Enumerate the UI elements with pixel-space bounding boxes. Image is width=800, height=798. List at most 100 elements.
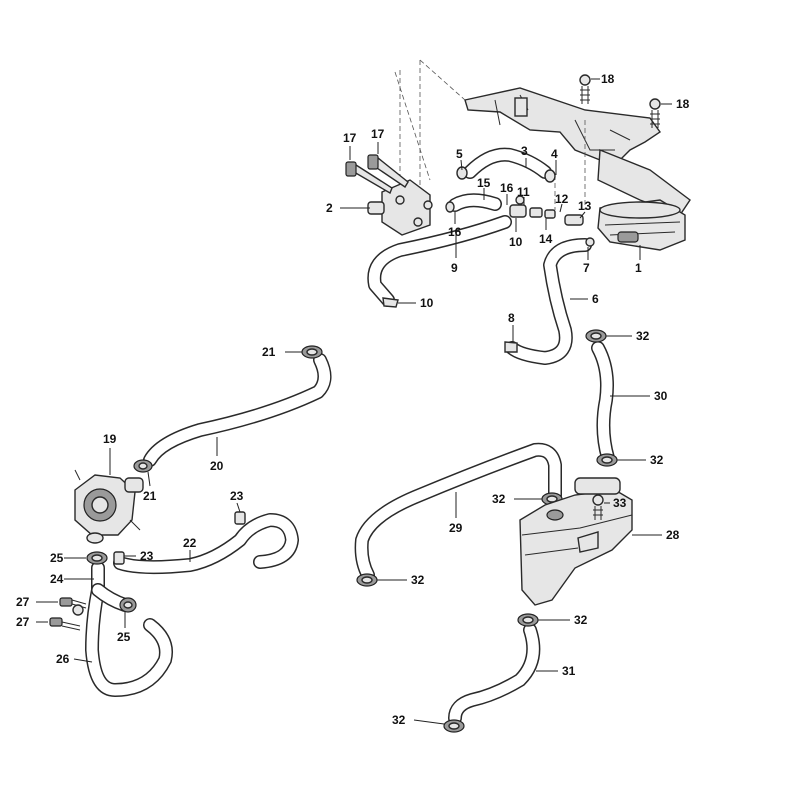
callout-label: 26: [56, 652, 70, 666]
mounting-bracket: [464, 87, 691, 216]
clamps-32-hose30: [585, 329, 618, 467]
callout-25a: 25: [50, 551, 86, 565]
callout-label: 8: [508, 311, 515, 325]
callout-label: 10: [509, 235, 523, 249]
callout-24: 24: [50, 572, 94, 586]
callout-label: 32: [636, 329, 650, 343]
callout-label: 18: [676, 97, 690, 111]
bolts-18: [579, 74, 661, 128]
hose-31: [448, 623, 541, 725]
callout-26: 26: [56, 652, 93, 666]
callout-label: 32: [392, 713, 406, 727]
callout-2: 2: [326, 201, 370, 215]
callout-4: 4: [551, 147, 558, 175]
callout-32b: 32: [617, 453, 664, 467]
callout-label: 3: [521, 144, 528, 158]
callout-label: 10: [420, 296, 434, 310]
callout-label: 20: [210, 459, 224, 473]
callout-label: 27: [16, 615, 30, 629]
callout-label: 30: [654, 389, 668, 403]
hose-6: [504, 237, 595, 365]
callout-label: 18: [601, 72, 615, 86]
hose-24-26: [85, 561, 173, 697]
hose-22: [113, 511, 299, 575]
callout-label: 16: [448, 225, 462, 239]
callout-label: 24: [50, 572, 64, 586]
callout-14: 14: [539, 218, 553, 246]
callout-label: 25: [117, 630, 131, 644]
callout-23b: 23: [124, 549, 154, 563]
callout-label: 4: [551, 147, 558, 161]
hose-20: [143, 353, 332, 467]
callout-7: 7: [583, 247, 590, 275]
callout-27a: 27: [16, 595, 58, 609]
callout-1: 1: [635, 245, 642, 275]
reservoir-28: [519, 477, 633, 606]
callout-label: 7: [583, 261, 590, 275]
callout-21a: 21: [262, 345, 302, 359]
callout-5: 5: [456, 147, 463, 171]
callout-29: 29: [449, 492, 463, 535]
callout-22: 22: [183, 536, 197, 562]
bolts-27: [49, 597, 87, 631]
callout-label: 23: [140, 549, 154, 563]
callout-label: 12: [555, 192, 569, 206]
callout-label: 9: [451, 261, 458, 275]
callout-19: 19: [103, 432, 117, 475]
callout-label: 23: [230, 489, 244, 503]
callout-label: 5: [456, 147, 463, 161]
callout-label: 16: [500, 181, 514, 195]
bolts-17: [345, 154, 409, 195]
callout-33: 33: [604, 496, 627, 510]
callout-3: 3: [521, 144, 528, 168]
clamps-32-hose31: [443, 613, 539, 733]
callout-label: 22: [183, 536, 197, 550]
callout-label: 17: [371, 127, 385, 141]
callout-9: 9: [451, 232, 458, 275]
callout-label: 11: [517, 185, 530, 199]
callout-label: 21: [143, 489, 157, 503]
callout-label: 6: [592, 292, 599, 306]
callout-6: 6: [570, 292, 599, 306]
callout-label: 28: [666, 528, 680, 542]
callout-30: 30: [610, 389, 668, 403]
callout-label: 2: [326, 201, 333, 215]
callout-label: 1: [635, 261, 642, 275]
hose-30: [591, 341, 615, 465]
callout-label: 17: [343, 131, 357, 145]
clamps-25: [86, 551, 137, 613]
callout-10a: 10: [398, 296, 434, 310]
clamp-21-bottom: [133, 459, 153, 473]
callout-label: 14: [539, 232, 553, 246]
callout-label: 13: [578, 199, 592, 213]
callout-13: 13: [578, 199, 592, 219]
callout-20: 20: [210, 437, 224, 473]
fittings-center: [509, 195, 584, 226]
callout-32c: 32: [492, 492, 542, 506]
callout-17b: 17: [371, 127, 385, 154]
callout-15: 15: [477, 176, 491, 200]
callout-label: 19: [103, 432, 117, 446]
clamp-21-top: [301, 345, 323, 359]
valve-block-2: [367, 179, 433, 236]
callout-11: 11: [517, 185, 530, 205]
callout-32e: 32: [538, 613, 588, 627]
callout-label: 15: [477, 176, 491, 190]
hose-15: [445, 193, 502, 213]
callout-label: 32: [650, 453, 664, 467]
callout-label: 32: [574, 613, 588, 627]
callout-17a: 17: [343, 131, 357, 160]
callout-23a: 23: [230, 489, 244, 513]
callout-label: 32: [492, 492, 506, 506]
hose-29: [354, 442, 562, 582]
callout-label: 25: [50, 551, 64, 565]
hose-9: [367, 215, 512, 308]
callout-label: 21: [262, 345, 276, 359]
bolt-33: [592, 494, 604, 520]
hose-3: [456, 147, 556, 183]
callout-27b: 27: [16, 615, 48, 629]
pump-19: [74, 469, 144, 544]
callout-label: 27: [16, 595, 30, 609]
callout-label: 33: [613, 496, 627, 510]
